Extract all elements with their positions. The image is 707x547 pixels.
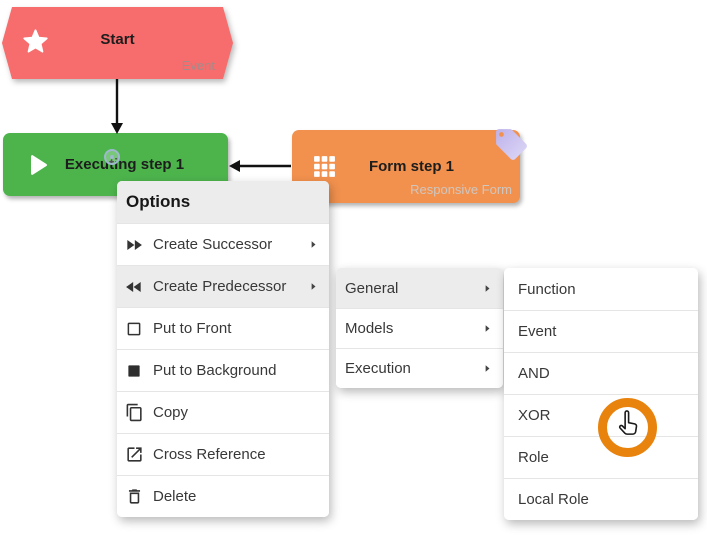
submenu-item-role[interactable]: Role xyxy=(504,436,698,478)
menu-item-label: Function xyxy=(518,280,576,298)
submenu-item-event[interactable]: Event xyxy=(504,310,698,352)
menu-item-label: Role xyxy=(518,449,549,466)
menu-item-label: Put to Front xyxy=(153,320,232,337)
submenu-item-xor[interactable]: XOR xyxy=(504,394,698,436)
trash-icon xyxy=(123,487,145,506)
grid-icon xyxy=(312,154,337,179)
submenu-item-function[interactable]: Function xyxy=(504,268,698,310)
submenu-item-models[interactable]: Models xyxy=(336,308,503,348)
menu-item-create-successor[interactable]: Create Successor xyxy=(117,223,329,265)
star-icon xyxy=(22,28,49,60)
chevron-right-icon xyxy=(480,361,495,376)
play-icon xyxy=(21,150,51,180)
square-outline-icon xyxy=(123,320,145,338)
node-start-type-label: Event xyxy=(181,58,215,73)
menu-item-label: Cross Reference xyxy=(153,446,266,463)
submenu-item-execution[interactable]: Execution xyxy=(336,348,503,388)
context-menu-title: Options xyxy=(117,181,329,223)
chevron-right-icon xyxy=(306,279,321,294)
node-form-label: Form step 1 xyxy=(368,158,455,175)
node-form-step[interactable]: Form step 1 Responsive Form xyxy=(292,129,527,203)
menu-item-cross-reference[interactable]: Cross Reference xyxy=(117,433,329,475)
menu-item-put-to-front[interactable]: Put to Front xyxy=(117,307,329,349)
square-filled-icon xyxy=(123,362,145,380)
submenu-item-and[interactable]: AND xyxy=(504,352,698,394)
menu-item-label: AND xyxy=(518,365,550,382)
hexagon-shape xyxy=(2,7,233,79)
options-context-menu: Options Create Successor Create Predeces… xyxy=(117,181,329,517)
rewind-icon xyxy=(123,277,145,297)
menu-item-label: Execution xyxy=(345,360,411,377)
chevron-right-icon xyxy=(306,237,321,252)
menu-item-create-predecessor[interactable]: Create Predecessor xyxy=(117,265,329,307)
menu-item-label: Create Successor xyxy=(153,236,273,253)
menu-item-copy[interactable]: Copy xyxy=(117,391,329,433)
general-types-submenu: Function Event AND XOR Role Local Role xyxy=(504,268,698,520)
menu-item-label: General xyxy=(345,279,399,297)
menu-item-label: Create Predecessor xyxy=(153,278,287,295)
menu-item-label: XOR xyxy=(518,407,551,424)
chevron-right-icon xyxy=(480,281,495,296)
node-executing-label: Executing step 1 xyxy=(64,156,185,173)
external-link-icon xyxy=(123,445,145,464)
chevron-right-icon xyxy=(480,321,495,336)
connection-anchor-icon[interactable] xyxy=(104,149,120,165)
menu-item-label: Put to Background xyxy=(153,362,277,379)
menu-item-label: Delete xyxy=(153,488,197,505)
submenu-item-general[interactable]: General xyxy=(336,268,503,308)
menu-item-put-to-background[interactable]: Put to Background xyxy=(117,349,329,391)
node-start-label: Start xyxy=(100,31,135,48)
fast-forward-icon xyxy=(123,235,145,255)
menu-item-label: Event xyxy=(518,323,557,340)
predecessor-category-submenu: General Models Execution xyxy=(336,268,503,388)
menu-item-label: Copy xyxy=(153,404,189,421)
submenu-item-local-role[interactable]: Local Role xyxy=(504,478,698,520)
copy-icon xyxy=(123,403,145,422)
tag-icon xyxy=(493,126,530,168)
node-form-type-label: Responsive Form xyxy=(410,182,512,197)
menu-item-delete[interactable]: Delete xyxy=(117,475,329,517)
node-start[interactable]: Start Event xyxy=(2,6,233,79)
menu-item-label: Models xyxy=(345,320,394,337)
menu-item-label: Local Role xyxy=(518,491,589,508)
